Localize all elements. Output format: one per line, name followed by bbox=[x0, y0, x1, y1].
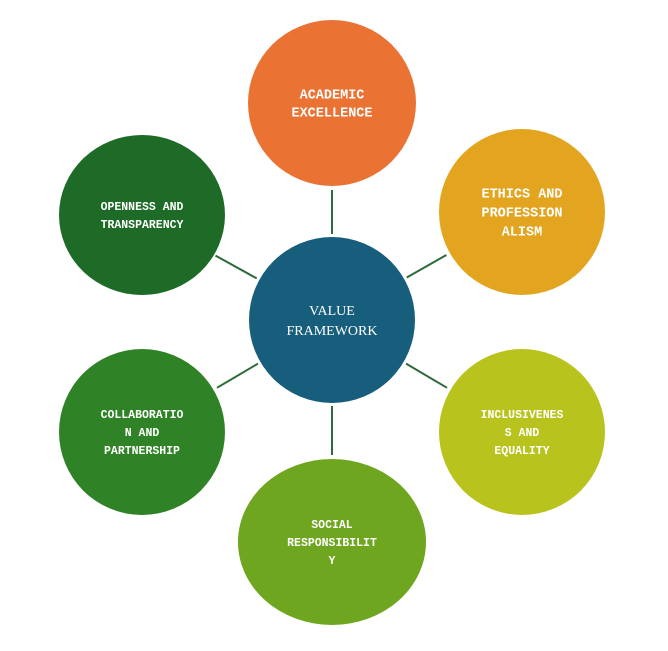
node-label-openness-and-transparency-line-2: TRANSPARENCY bbox=[101, 219, 184, 232]
connector-inclusiveness-and-equality bbox=[405, 362, 448, 389]
node-circle-inclusiveness-and-equality bbox=[439, 349, 605, 515]
connector-openness-and-transparency bbox=[215, 254, 258, 280]
center-node: VALUE FRAMEWORK bbox=[249, 237, 415, 403]
node-label-ethics-and-professionalism-line-2: PROFESSION bbox=[481, 207, 562, 222]
node-label-social-responsibility-line-3: Y bbox=[329, 555, 336, 568]
node-circle-openness-and-transparency bbox=[59, 135, 225, 295]
node-inclusiveness-and-equality: INCLUSIVENES S AND EQUALITY bbox=[439, 349, 605, 515]
center-label-line-2: FRAMEWORK bbox=[286, 324, 377, 339]
node-label-openness-and-transparency-line-1: OPENNESS AND bbox=[101, 201, 184, 214]
node-label-social-responsibility-line-2: RESPONSIBILIT bbox=[287, 537, 377, 550]
node-openness-and-transparency: OPENNESS AND TRANSPARENCY bbox=[59, 135, 225, 295]
node-circle-ethics-and-professionalism bbox=[439, 129, 605, 295]
node-circle-social-responsibility bbox=[238, 459, 426, 625]
node-social-responsibility: SOCIAL RESPONSIBILIT Y bbox=[238, 459, 426, 625]
node-label-inclusiveness-and-equality-line-1: INCLUSIVENES bbox=[481, 409, 564, 422]
connectors bbox=[215, 190, 448, 455]
node-label-academic-excellence-line-2: EXCELLENCE bbox=[291, 107, 372, 122]
node-collaboration-and-partnership: COLLABORATIO N AND PARTNERSHIP bbox=[59, 349, 225, 515]
connector-collaboration-and-partnership bbox=[216, 362, 259, 389]
node-label-ethics-and-professionalism-line-1: ETHICS AND bbox=[481, 188, 562, 203]
node-label-ethics-and-professionalism-line-3: ALISM bbox=[502, 226, 543, 241]
node-label-collaboration-and-partnership-line-1: COLLABORATIO bbox=[101, 409, 184, 422]
connector-ethics-and-professionalism bbox=[406, 254, 447, 279]
node-label-academic-excellence-line-1: ACADEMIC bbox=[300, 89, 365, 104]
nodes: ACADEMIC EXCELLENCE ETHICS AND PROFESSION AL… bbox=[59, 20, 605, 625]
center-label-line-1: VALUE bbox=[309, 304, 355, 319]
node-label-inclusiveness-and-equality-line-3: EQUALITY bbox=[494, 445, 549, 458]
node-circle-academic-excellence bbox=[248, 20, 416, 186]
node-ethics-and-professionalism: ETHICS AND PROFESSION ALISM bbox=[439, 129, 605, 295]
node-label-inclusiveness-and-equality-line-2: S AND bbox=[505, 427, 540, 440]
node-label-collaboration-and-partnership-line-3: PARTNERSHIP bbox=[104, 445, 180, 458]
node-label-social-responsibility-line-1: SOCIAL bbox=[311, 519, 353, 532]
node-academic-excellence: ACADEMIC EXCELLENCE bbox=[248, 20, 416, 186]
center-circle bbox=[249, 237, 415, 403]
node-label-collaboration-and-partnership-line-2: N AND bbox=[125, 427, 160, 440]
node-circle-collaboration-and-partnership bbox=[59, 349, 225, 515]
